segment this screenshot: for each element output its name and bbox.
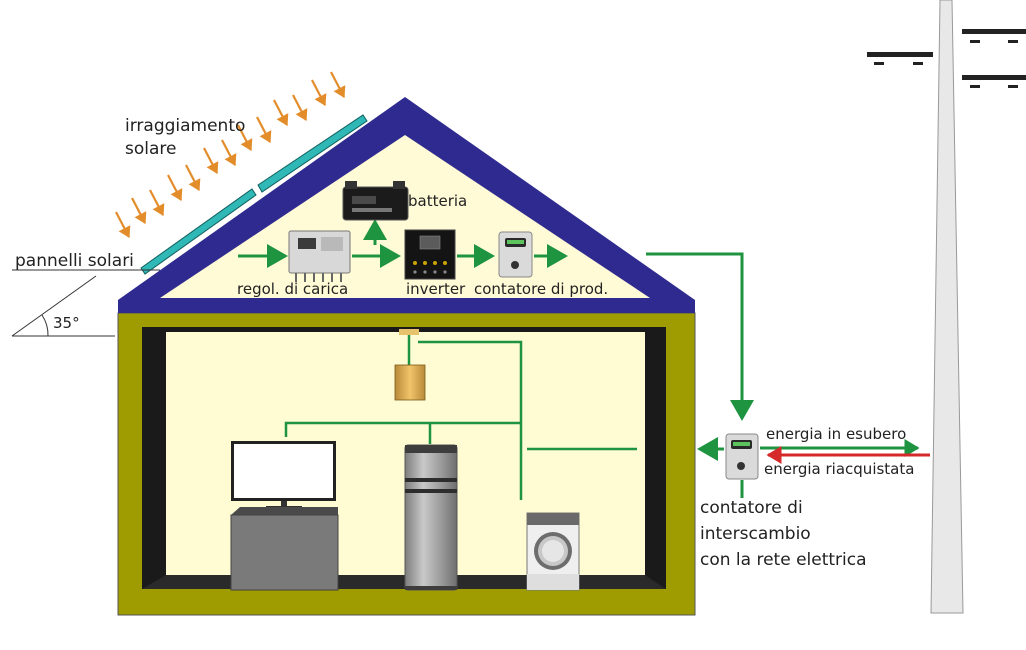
house-interior-floor [142,575,666,589]
television-icon [231,441,336,509]
irradiance-label-line2: solare [125,139,177,159]
inverter-icon [404,229,456,280]
solar-panel-lower [140,188,257,275]
utility-pole-icon [867,0,1026,614]
indoor-wiring [284,335,637,500]
exchange-meter-label-line2: interscambio [700,524,811,544]
excess-energy-label: energia in esubero [766,425,907,443]
tilt-angle-indicator [11,269,160,337]
solar-panels-label: pannelli solari [15,251,134,271]
purchased-energy-label: energia riacquistata [764,460,915,478]
solar-panel-upper [257,114,368,193]
charge-controller-icon [288,230,351,282]
battery-label: batteria [408,192,468,210]
refrigerator-icon [404,444,458,591]
sun-rays [115,71,346,238]
exchange-meter-icon [725,433,759,480]
grid-exchange-arrows [760,439,930,464]
exchange-meter-label-line1: contatore di [700,498,803,518]
ceiling-lamp-icon [394,329,426,401]
charge-controller-label: regol. di carica [237,280,349,298]
solar-panels [140,114,368,275]
production-meter-label: contatore di prod. [474,280,609,298]
battery-icon [342,181,409,221]
washing-machine-icon [526,512,580,591]
exchange-meter-label-line3: con la rete elettrica [700,550,867,570]
energy-flow-lines [238,219,754,498]
production-meter-icon [498,231,533,278]
irradiance-label: irraggiamento [125,116,246,136]
tilt-angle-label: 35° [53,314,80,332]
inverter-label: inverter [406,280,466,298]
tv-cabinet-icon [230,507,339,591]
